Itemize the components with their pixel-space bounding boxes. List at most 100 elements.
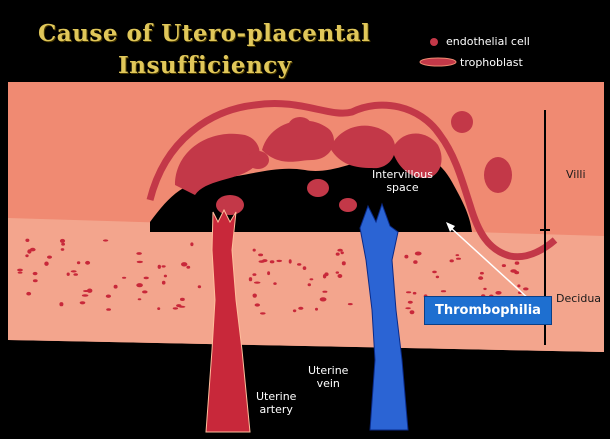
- decidua-cell: [253, 294, 257, 298]
- decidua-cell: [406, 291, 411, 293]
- dot-icon: [430, 38, 438, 46]
- decidua-cell: [85, 261, 90, 265]
- decidua-cell: [259, 260, 265, 263]
- decidua-cell: [315, 308, 318, 311]
- uterine-artery-line-2: artery: [256, 403, 296, 416]
- decidua-cell: [480, 272, 484, 275]
- decidua-cell: [336, 253, 340, 256]
- decidua-cell: [136, 283, 143, 287]
- decidua-cell: [18, 272, 23, 274]
- decidua-cell: [61, 248, 65, 251]
- decidua-cell: [82, 294, 89, 297]
- decidua-cell: [142, 290, 148, 293]
- decidua-cell: [106, 308, 111, 311]
- decidua-cell: [26, 292, 31, 296]
- decidua-cell: [103, 239, 108, 241]
- decidua-cell: [80, 301, 86, 304]
- decidua-cell: [67, 273, 70, 276]
- decidua-cell: [413, 292, 417, 295]
- decidua-cell: [106, 295, 111, 298]
- uterine-artery-label: Uterine artery: [256, 390, 296, 416]
- decidua-cell: [60, 239, 65, 243]
- decidua-cell: [308, 283, 311, 286]
- decidua-cell: [348, 303, 353, 305]
- decidua-cell: [173, 307, 178, 309]
- decidua-cell: [179, 306, 186, 308]
- decidua-cell: [337, 249, 343, 252]
- intervillous-space-label: Intervillous space: [372, 168, 433, 194]
- decidua-cell: [408, 301, 413, 304]
- legend-label-endothelial: endothelial cell: [446, 35, 530, 48]
- decidua-cell: [303, 266, 307, 270]
- decidua-cell: [297, 263, 301, 266]
- decidua-cell: [483, 288, 486, 290]
- decidua-cell: [515, 261, 520, 264]
- decidua-cell: [254, 282, 261, 284]
- decidua-cell: [25, 239, 29, 242]
- decidua-cell: [25, 254, 28, 257]
- decidua-cell: [298, 307, 303, 310]
- decidua-cell: [322, 291, 327, 293]
- uterine-artery-line-1: Uterine: [256, 390, 296, 403]
- decidua-cell: [33, 279, 38, 282]
- uterine-vein-line-1: Uterine: [308, 364, 348, 377]
- decidua-cell: [404, 255, 408, 259]
- decidua-cell: [495, 291, 501, 295]
- legend-label-trophoblast: trophoblast: [460, 56, 523, 69]
- uterine-vein-line-2: vein: [308, 377, 348, 390]
- decidua-cell: [502, 264, 506, 267]
- decidua-cell: [415, 252, 422, 256]
- decidua-cell: [73, 273, 78, 276]
- decidua-cell: [273, 282, 276, 285]
- decidua-cell: [59, 302, 63, 306]
- decidua-cell: [270, 260, 275, 263]
- decidua-cell: [338, 274, 343, 278]
- decidua-cell: [33, 272, 38, 275]
- decidua-cell: [71, 270, 77, 272]
- decidua-cell: [180, 298, 185, 301]
- decidua-cell: [267, 271, 270, 275]
- decidua-cell: [342, 261, 346, 265]
- title-line-1: Cause of Utero-placental: [38, 20, 370, 47]
- decidua-cell: [323, 274, 326, 278]
- decidua-cell: [260, 312, 266, 314]
- thrombophilia-callout: Thrombophilia: [424, 296, 552, 325]
- decidua-cell: [27, 249, 31, 253]
- decidua-cell: [293, 309, 296, 312]
- decidua-cell: [523, 287, 529, 290]
- decidua-cell: [136, 252, 142, 255]
- decidua-cell: [255, 303, 260, 306]
- decidua-cell: [436, 276, 439, 279]
- decidua-cell: [44, 262, 48, 266]
- decidua-cell: [510, 269, 517, 273]
- decidua-cell: [517, 284, 520, 287]
- decidua-cell: [289, 259, 292, 263]
- decidua-cell: [157, 307, 160, 310]
- decidua-label: Decidua: [556, 292, 601, 305]
- title-line-2: Insufficiency: [118, 52, 292, 79]
- decidua-cell: [77, 261, 80, 264]
- decidua-cell: [252, 273, 256, 276]
- decidua-cell: [450, 259, 454, 262]
- uterine-vein-label: Uterine vein: [308, 364, 348, 390]
- lens-icon: [420, 58, 456, 66]
- decidua-cell: [276, 260, 282, 262]
- decidua-cell: [61, 243, 65, 246]
- decidua-cell: [181, 262, 187, 266]
- decidua-cell: [190, 242, 193, 246]
- decidua-cell: [158, 265, 161, 269]
- decidua-cell: [258, 254, 263, 257]
- decidua-cell: [456, 254, 460, 256]
- decidua-cell: [87, 289, 92, 293]
- decidua-cell: [162, 265, 166, 267]
- decidua-cell: [456, 258, 461, 260]
- intervillous-space-line-2: space: [372, 181, 433, 194]
- decidua-cell: [478, 276, 483, 280]
- decidua-cell: [114, 285, 118, 289]
- villi-label: Villi: [566, 168, 586, 181]
- decidua-cell: [413, 260, 417, 264]
- decidua-cell: [186, 266, 190, 269]
- decidua-cell: [249, 277, 252, 281]
- decidua-cell: [47, 256, 52, 259]
